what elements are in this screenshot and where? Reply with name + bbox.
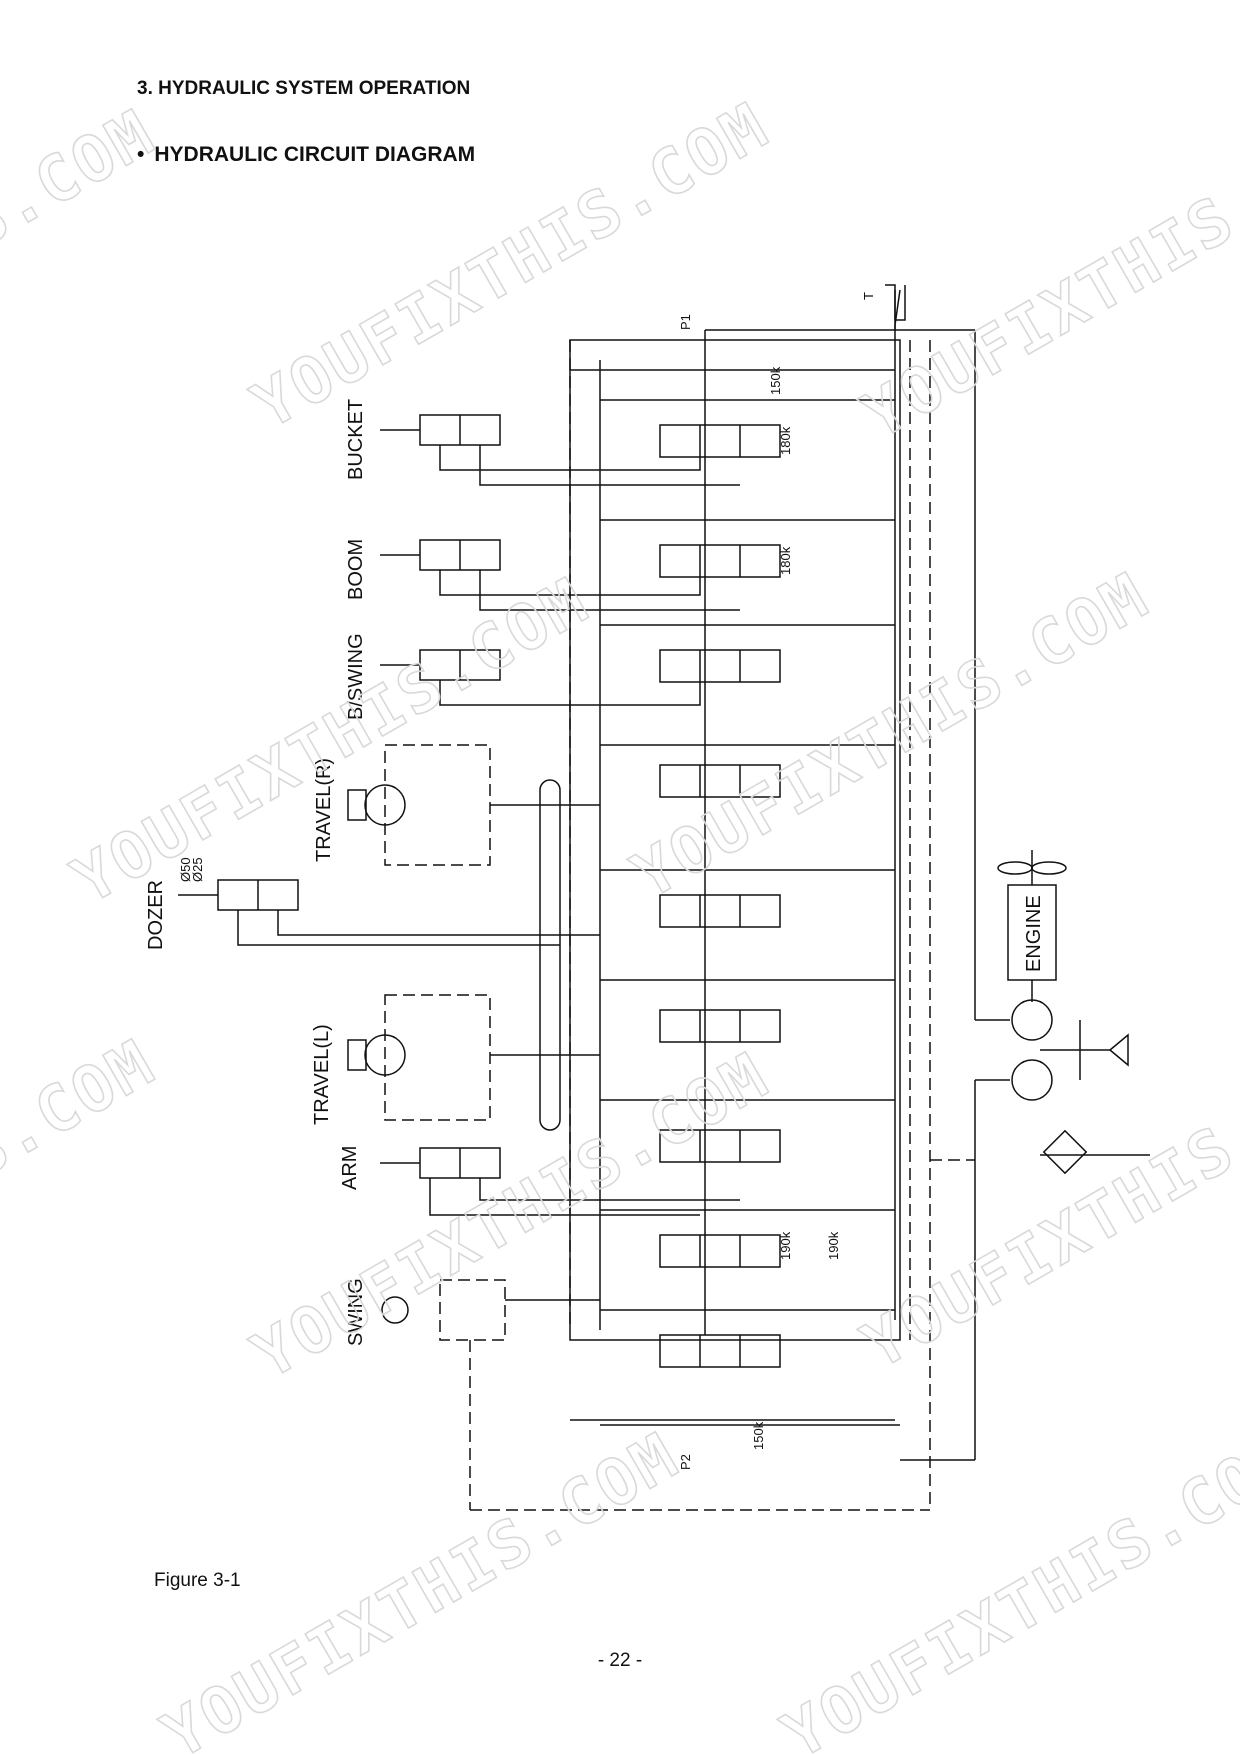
label-boom: BOOM — [345, 539, 367, 600]
relief-top-main: 150k — [768, 366, 783, 395]
label-bswing: B/SWING — [345, 633, 367, 720]
section-title: 3. HYDRAULIC SYSTEM OPERATION — [137, 78, 471, 99]
watermark-text: S.COM — [0, 1026, 168, 1194]
watermark-text: S.COM — [0, 96, 168, 264]
pump-group — [997, 850, 1067, 1101]
label-arm: ARM — [339, 1146, 361, 1190]
port-p2: P2 — [678, 1454, 693, 1470]
watermarks: YOUFIXTHIS.COM YOUFIXTHIS YOUFIXTHIS.COM… — [0, 88, 1240, 1755]
label-swing: SWING — [345, 1278, 367, 1346]
label-travel-l: TRAVEL(L) — [311, 1024, 333, 1125]
label-bucket: BUCKET — [345, 399, 367, 480]
label-travel-r: TRAVEL(R) — [313, 758, 335, 862]
page-number: - 22 - — [597, 1650, 643, 1671]
watermark-text: YOUFIXTHIS.COM — [61, 564, 602, 919]
section-cross-lines — [570, 369, 895, 1421]
actuators — [178, 414, 561, 1324]
port-tank: T — [861, 292, 876, 300]
dozer-size-rod: Ø50 — [178, 857, 193, 882]
supply-rails — [599, 289, 1150, 1461]
port-p1: P1 — [678, 314, 693, 330]
dozer-size-bore: Ø25 — [190, 857, 205, 882]
spool-valve-sections — [659, 424, 781, 1368]
relief-boom: 180k — [778, 546, 793, 575]
watermark-text: YOUFIXTHIS.COM — [241, 89, 782, 444]
watermark-text: YOUFIXTHIS.COM — [771, 1419, 1240, 1755]
relief-arm-a: 190k — [778, 1231, 793, 1260]
valve-block-outline — [569, 339, 901, 1341]
bullet-icon: • — [137, 143, 145, 166]
tank-symbol — [885, 284, 906, 330]
diagram-heading: • HYDRAULIC CIRCUIT DIAGRAM — [137, 143, 475, 167]
label-dozer: DOZER — [145, 880, 167, 950]
relief-arm-b: 190k — [826, 1231, 841, 1260]
relief-bucket: 180k — [778, 426, 793, 455]
actuator-hoses — [237, 445, 740, 1301]
pilot-drain-lines — [384, 340, 975, 1511]
diagram-heading-text: HYDRAULIC CIRCUIT DIAGRAM — [154, 143, 476, 166]
watermark-text: YOUFIXTHIS — [851, 182, 1240, 454]
watermark-text: YOUFIXTHIS.COM — [621, 559, 1162, 914]
figure-caption: Figure 3-1 — [154, 1570, 241, 1591]
label-engine: ENGINE — [1023, 895, 1045, 972]
relief-bottom-main: 150k — [751, 1421, 766, 1450]
